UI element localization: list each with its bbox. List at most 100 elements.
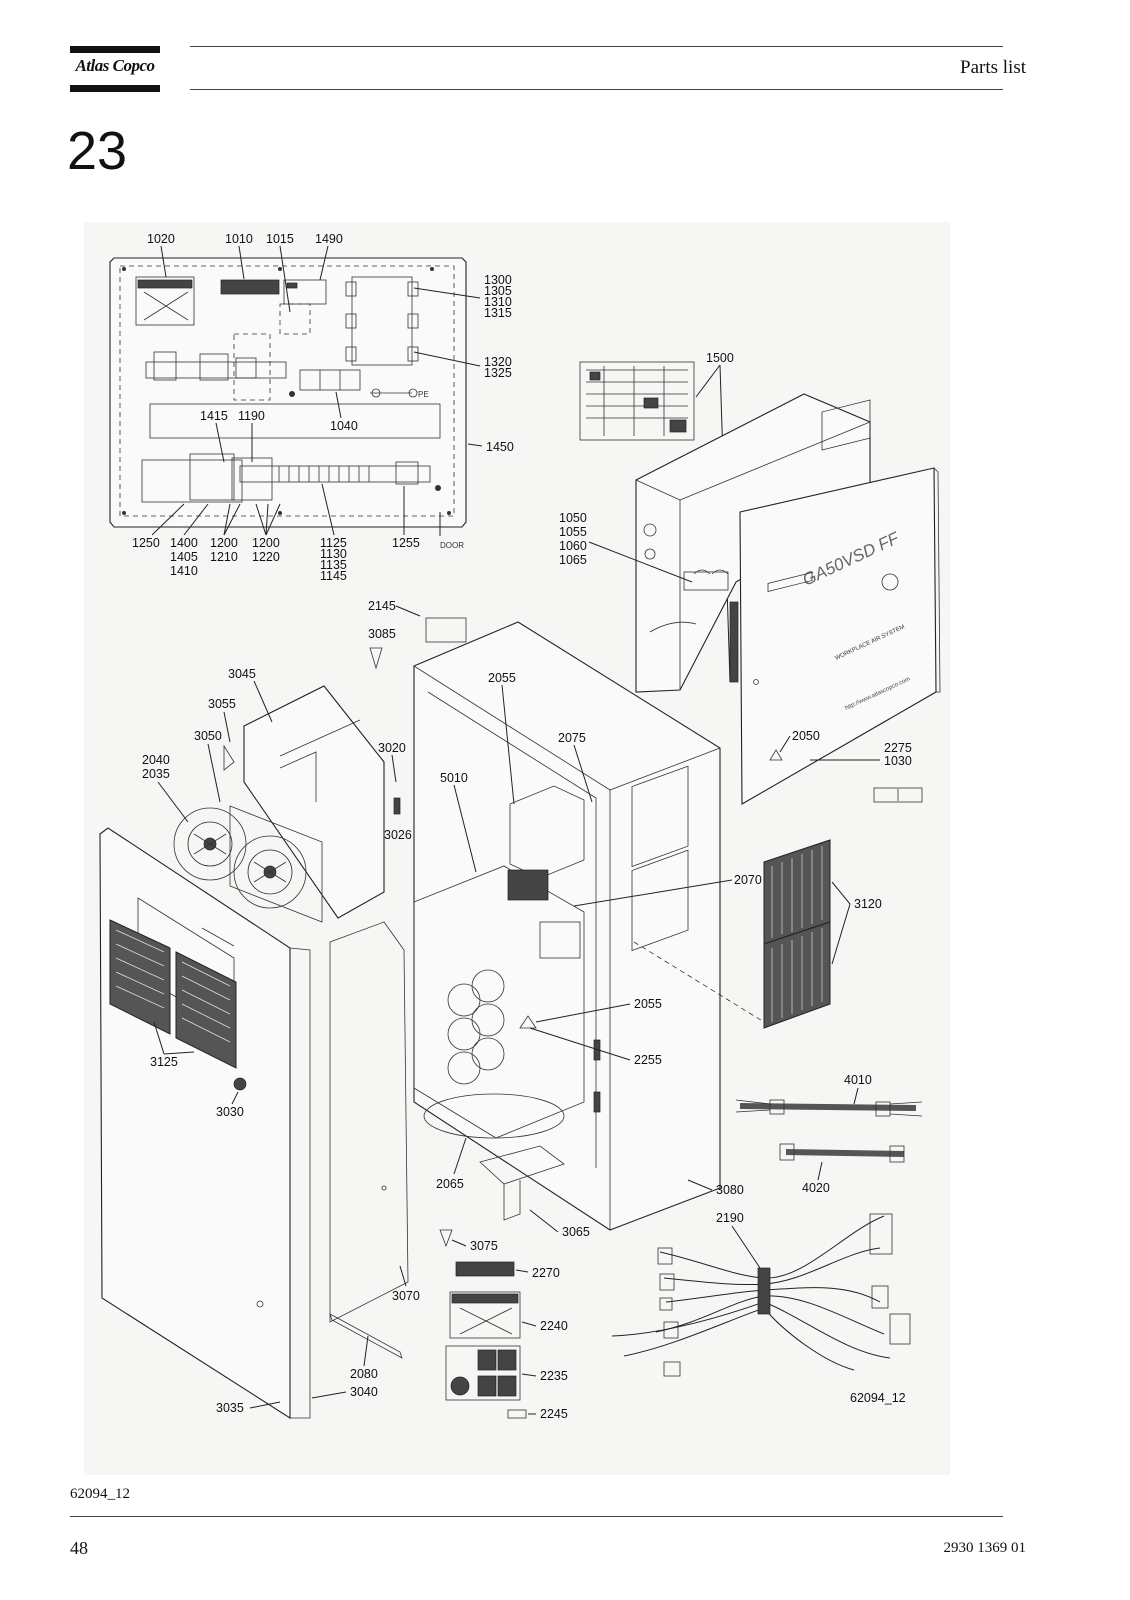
callout-3040: 3040	[350, 1385, 378, 1399]
callout-1410: 1410	[170, 564, 198, 578]
drawing-code: 62094_12	[850, 1391, 906, 1405]
callout-2190: 2190	[716, 1211, 744, 1225]
callout-3030: 3030	[216, 1105, 244, 1119]
atlas-copco-logo: Atlas Copco	[70, 46, 160, 92]
callout-1055: 1055	[559, 525, 587, 539]
callout-3065: 3065	[562, 1225, 590, 1239]
callout-2240: 2240	[540, 1319, 568, 1333]
lock-3030	[233, 1077, 247, 1091]
callout-3075: 3075	[470, 1239, 498, 1253]
callout-2055-b: 2055	[634, 997, 662, 1011]
fan-assembly	[173, 685, 385, 923]
callout-3085: 3085	[368, 627, 396, 641]
decal-2235	[445, 1345, 521, 1401]
callout-2235: 2235	[540, 1369, 568, 1383]
strip-2080	[329, 1313, 403, 1359]
drawing-svg: 1020 1010 1015 1490 1300 1305 1310 1315 …	[99, 232, 941, 1421]
callout-1405: 1405	[170, 550, 198, 564]
callout-1325: 1325	[484, 366, 512, 380]
callout-1255: 1255	[392, 536, 420, 550]
grille-3125-left	[109, 919, 171, 1035]
callout-1130: 1130	[320, 547, 347, 561]
callout-1200-a: 1200	[210, 536, 238, 550]
hoses: 4010 4020	[735, 1073, 923, 1195]
header-rule-top	[190, 46, 1003, 47]
cabinet-callouts: 2145 3085 2055 2075 5010 3020 3026 2070 …	[368, 599, 762, 1303]
callout-1015: 1015	[266, 232, 294, 246]
callout-1315: 1315	[484, 306, 512, 320]
callout-2075: 2075	[558, 731, 586, 745]
callout-3026: 3026	[384, 828, 412, 842]
side-panel-callouts: 3125 3030 2080 3040 3035	[150, 1021, 378, 1415]
callout-2245: 2245	[540, 1407, 568, 1421]
callout-1040: 1040	[330, 419, 358, 433]
decal-2270	[455, 1261, 515, 1277]
callout-1145: 1145	[320, 569, 347, 583]
callout-1210: 1210	[210, 550, 238, 564]
callout-1320: 1320	[484, 355, 512, 369]
callout-1200-b: 1200	[252, 536, 280, 550]
logo-bar-bottom	[70, 85, 160, 92]
electrical-panel-plate	[109, 257, 467, 536]
callout-2080: 2080	[350, 1367, 378, 1381]
callout-1500: 1500	[706, 351, 734, 365]
header-rule-bottom	[190, 89, 1003, 90]
door-label: DOOR	[440, 541, 464, 550]
grille-3125-right	[175, 951, 237, 1069]
exploded-parts-drawing: 1020 1010 1015 1490 1300 1305 1310 1315 …	[84, 222, 950, 1475]
filter-mats: 3120	[763, 839, 882, 1029]
logo-text: Atlas Copco	[75, 56, 155, 75]
callout-1490: 1490	[315, 232, 343, 246]
callout-2270: 2270	[532, 1266, 560, 1280]
main-cabinet	[329, 621, 765, 1323]
callout-1135: 1135	[320, 558, 347, 572]
callout-2255: 2255	[634, 1053, 662, 1067]
callout-4010: 4010	[844, 1073, 872, 1087]
callout-3020: 3020	[378, 741, 406, 755]
callout-1450: 1450	[486, 440, 514, 454]
hinge-3026	[393, 797, 401, 815]
figure-caption-code: 62094_12	[70, 1486, 130, 1502]
callout-2275: 2275	[884, 741, 912, 755]
clip-3075	[439, 1229, 453, 1248]
callout-4020: 4020	[802, 1181, 830, 1195]
callout-1125: 1125	[320, 536, 347, 550]
callout-1250: 1250	[132, 536, 160, 550]
decal-2245	[507, 1409, 527, 1419]
label-plate-2145	[425, 617, 467, 643]
callout-1010: 1010	[225, 232, 253, 246]
header-title: Parts list	[960, 57, 1026, 78]
callout-1305: 1305	[484, 284, 512, 298]
callout-5010: 5010	[440, 771, 468, 785]
footer-rule	[70, 1516, 1003, 1517]
callout-1400: 1400	[170, 536, 198, 550]
callout-1220: 1220	[252, 550, 280, 564]
callout-3125: 3125	[150, 1055, 178, 1069]
callout-3120: 3120	[854, 897, 882, 911]
callout-2145: 2145	[368, 599, 396, 613]
callout-1060: 1060	[559, 539, 587, 553]
decal-2240	[449, 1291, 521, 1339]
callout-1065: 1065	[559, 553, 587, 567]
callout-1190: 1190	[238, 409, 265, 423]
wiring-diagram-sheet: 1500	[579, 351, 734, 683]
decals: 2270 2240 2235 2245	[445, 1261, 568, 1421]
callout-2055-a: 2055	[488, 671, 516, 685]
hose-4020	[779, 1143, 905, 1163]
callout-3070: 3070	[392, 1289, 420, 1303]
cable-harness: 2190	[611, 1211, 911, 1377]
document-number: 2930 1369 01	[943, 1540, 1027, 1556]
callout-1030: 1030	[884, 754, 912, 768]
callout-1415: 1415	[200, 409, 228, 423]
callout-3055: 3055	[208, 697, 236, 711]
callout-1310: 1310	[484, 295, 512, 309]
logo-bar-top	[70, 46, 160, 53]
callout-2065: 2065	[436, 1177, 464, 1191]
filter-mat-lower	[763, 921, 831, 1029]
callout-1300: 1300	[484, 273, 512, 287]
side-panel	[99, 827, 403, 1420]
callout-2035: 2035	[142, 767, 170, 781]
callout-3080: 3080	[716, 1183, 744, 1197]
callout-2070: 2070	[734, 873, 762, 887]
callout-2040: 2040	[142, 753, 170, 767]
